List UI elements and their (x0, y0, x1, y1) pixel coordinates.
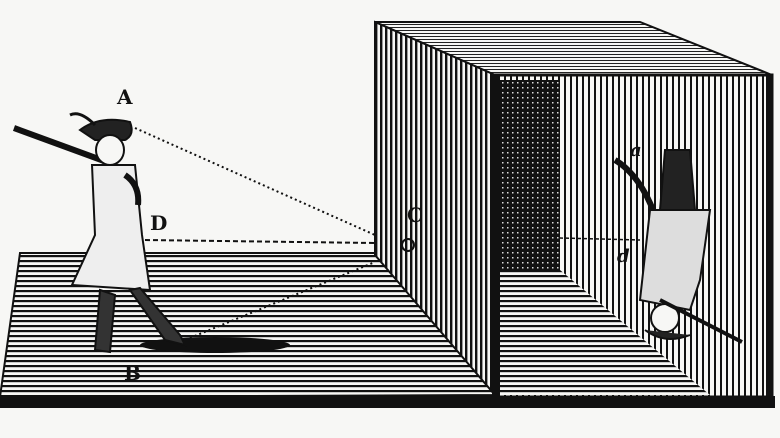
figure-shadow (140, 337, 290, 353)
ray-a (134, 127, 376, 236)
label-image-d: d (617, 246, 630, 267)
aperture (401, 238, 415, 252)
floor-edge (0, 396, 775, 408)
label-image-a: a (630, 140, 642, 161)
man-figure (12, 112, 187, 354)
box-interior-floor (500, 270, 710, 395)
ray-inside (559, 237, 641, 241)
label-d: D (150, 211, 167, 235)
box-back-opening (500, 80, 560, 270)
box-edge-post (492, 75, 500, 400)
ray-d (144, 239, 376, 244)
ray-b (189, 261, 376, 339)
inverted-image (613, 149, 743, 344)
label-a: A (116, 85, 133, 109)
label-c: C (407, 203, 423, 227)
box-right-edge (766, 75, 772, 400)
label-b: B (124, 361, 141, 385)
